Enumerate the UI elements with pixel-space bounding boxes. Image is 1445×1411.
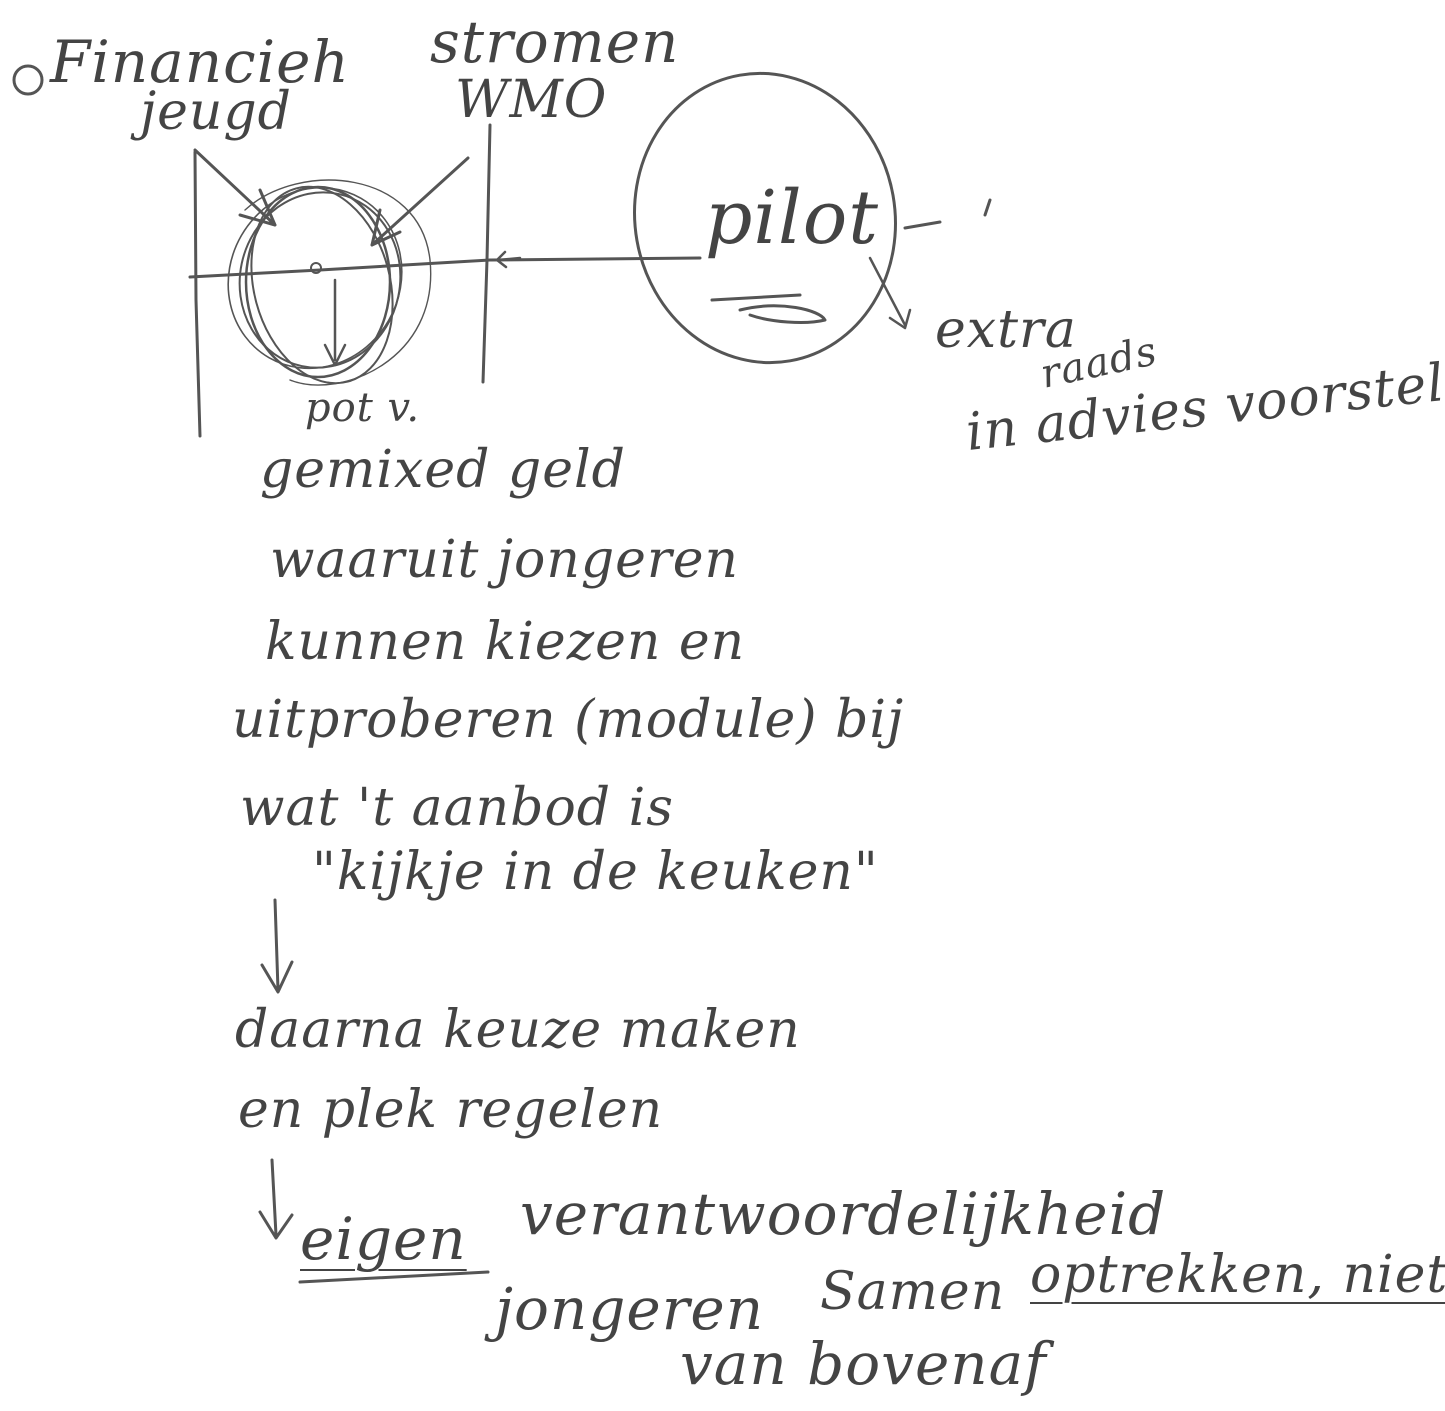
label-extra: extra: [935, 300, 1077, 360]
label-pot: pot v.: [305, 385, 421, 431]
arrow-pot-down: [323, 278, 347, 367]
arrow-wmo-to-pot: [370, 156, 470, 247]
title-stromen: stromen: [430, 8, 680, 76]
note-eigen: eigen: [300, 1205, 467, 1273]
label-jeugd: jeugd: [140, 82, 292, 142]
horizontal-axis-line: [188, 256, 702, 279]
arrow-jeugd-to-pot: [193, 148, 277, 227]
note-verantwoordelijkheid: verantwoordelijkheid: [520, 1180, 1167, 1248]
label-pilot: pilot: [705, 175, 879, 261]
note-optrekken: optrekken, niet: [1030, 1245, 1445, 1305]
arrow-down-2: [258, 1158, 294, 1240]
title-financieel: Financieh: [50, 28, 350, 96]
jeugd-column-line: [193, 150, 202, 438]
note-line-6: "kijkje in de keuken": [312, 842, 879, 902]
bullet-circle: [12, 64, 44, 96]
arrow-pilot-to-extra: [868, 256, 912, 330]
note-line-3: kunnen kiezen en: [265, 612, 746, 672]
note-line-4: uitproberen (module) bij: [232, 690, 905, 750]
note-line-5: wat 't aanbod is: [240, 778, 674, 838]
pilot-circle: [633, 71, 897, 365]
note-line-7: daarna keuze maken: [235, 1000, 801, 1060]
note-line-8: en plek regelen: [238, 1080, 664, 1140]
label-wmo: WMO: [455, 70, 608, 130]
wmo-column-line: [481, 123, 492, 384]
note-line-2: waaruit jongeren: [270, 530, 740, 590]
note-van-bovenaf: van bovenaf: [680, 1330, 1047, 1398]
note-jongeren: jongeren: [495, 1275, 765, 1343]
note-line-1: gemixed geld: [260, 440, 626, 500]
note-samen: Samen: [820, 1262, 1006, 1322]
arrow-down-1: [260, 898, 294, 994]
